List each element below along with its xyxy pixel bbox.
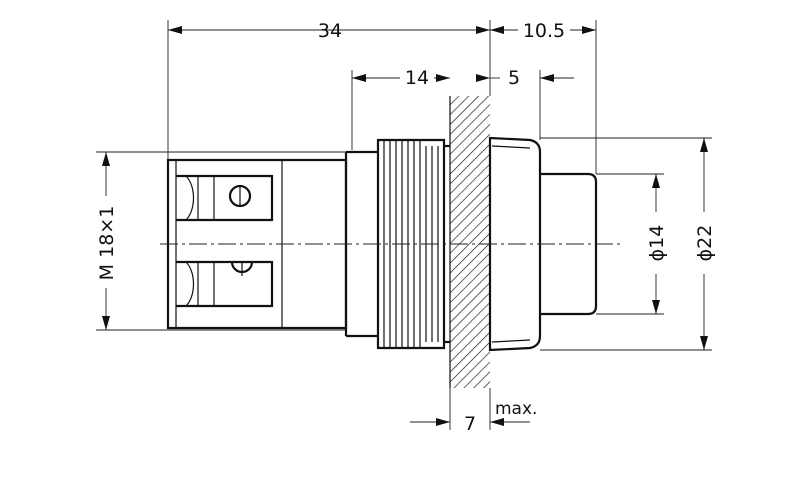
dim-button-offset: [476, 70, 574, 140]
dim-button-offset-label: 5: [508, 67, 520, 89]
dim-body-length-label: 14: [405, 67, 429, 89]
dim-panel-thickness-note: max.: [495, 399, 537, 419]
dim-bezel-diameter: [540, 137, 712, 351]
dim-overall-length: [167, 20, 491, 160]
dim-overall-length-label: 34: [318, 20, 342, 42]
dim-button-diameter-label: ϕ14: [646, 225, 668, 262]
dim-panel-thickness-label: 7: [464, 413, 476, 435]
dim-thread: [96, 151, 346, 331]
dim-bezel-diameter-bg: [692, 212, 716, 274]
dim-front-length-bg: [518, 18, 570, 40]
mounting-panel: [449, 96, 490, 388]
dim-front-length: [490, 20, 597, 174]
terminal-housing: [166, 158, 348, 330]
dim-thread-label: M 18×1: [96, 206, 118, 281]
dim-bezel-diameter-label: ϕ22: [694, 225, 716, 262]
dim-button-diameter-bg: [644, 212, 668, 274]
dim-body-length-bg: [400, 66, 434, 88]
dim-front-length-label: 10.5: [523, 20, 565, 42]
front-bezel: [488, 136, 542, 352]
dim-thread-bg: [94, 196, 118, 288]
dim-panel-thickness: [410, 388, 530, 430]
